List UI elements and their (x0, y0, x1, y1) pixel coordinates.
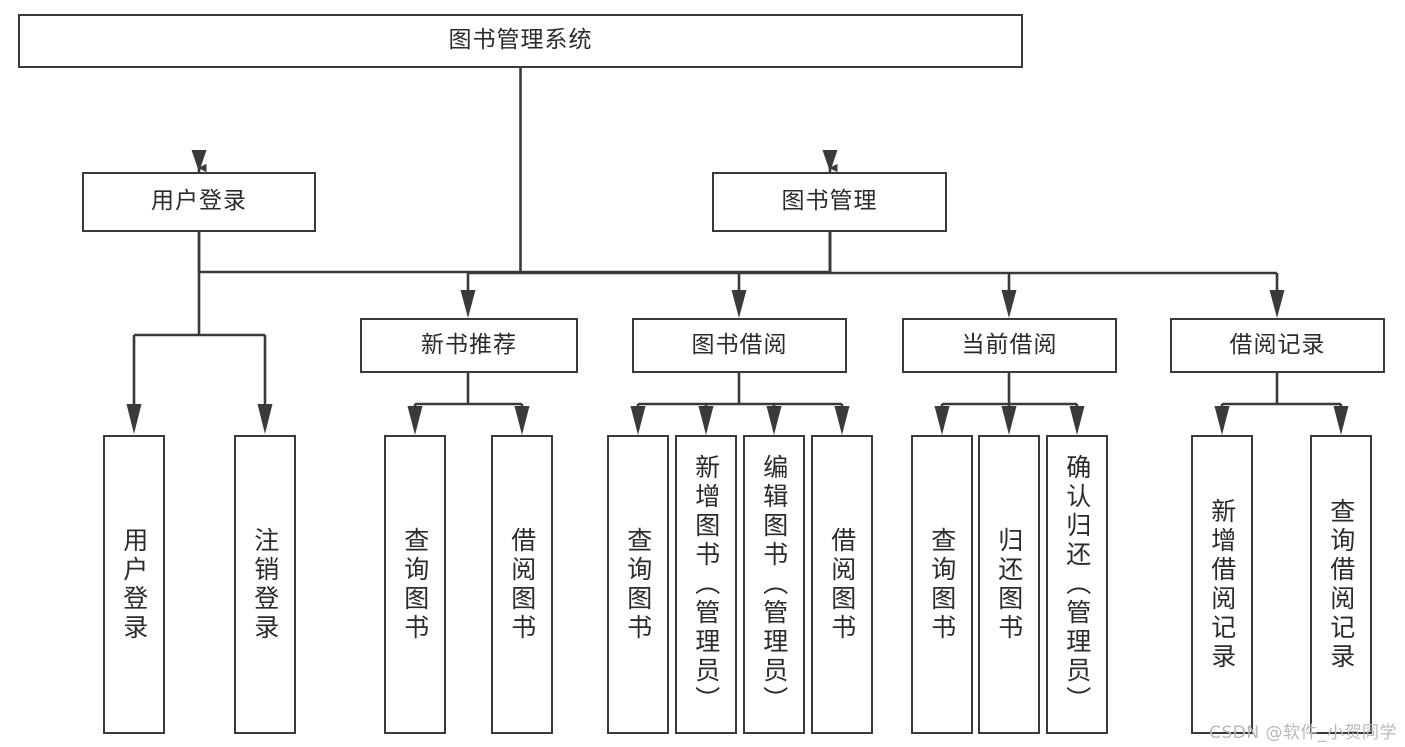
leaf-confirm-return-admin[interactable]: 确认归还（管理员） (1046, 435, 1108, 734)
node-label: 编辑图书（管理员） (759, 454, 789, 715)
csdn-watermark: CSDN @软件_小贺同学 (1209, 723, 1397, 743)
leaf-query-book-borrow[interactable]: 查询图书 (607, 435, 669, 734)
node-label: 当前借阅 (961, 331, 1058, 358)
node-label: 查询图书 (623, 526, 653, 643)
leaf-add-book-admin[interactable]: 新增图书（管理员） (675, 435, 737, 734)
node-book-borrow[interactable]: 图书借阅 (632, 318, 847, 373)
node-label: 查询图书 (927, 526, 957, 643)
leaf-edit-book-admin[interactable]: 编辑图书（管理员） (743, 435, 805, 734)
leaf-query-borrow-record[interactable]: 查询借阅记录 (1310, 435, 1372, 734)
node-label: 图书管理系统 (448, 27, 593, 54)
node-label: 确认归还（管理员） (1062, 454, 1092, 715)
node-label: 注销登录 (250, 526, 280, 643)
leaf-query-book-new[interactable]: 查询图书 (384, 435, 446, 734)
node-label: 新增借阅记录 (1207, 497, 1237, 672)
node-new-book-recommend[interactable]: 新书推荐 (360, 318, 578, 373)
node-label: 查询图书 (400, 526, 430, 643)
node-current-borrow[interactable]: 当前借阅 (902, 318, 1117, 373)
node-label: 用户登录 (119, 526, 149, 643)
node-label: 归还图书 (994, 526, 1024, 643)
leaf-borrow-book[interactable]: 借阅图书 (811, 435, 873, 734)
leaf-user-login[interactable]: 用户登录 (103, 435, 165, 734)
leaf-query-book-current[interactable]: 查询图书 (911, 435, 973, 734)
node-book-management[interactable]: 图书管理 (712, 172, 947, 232)
node-label: 借阅记录 (1229, 331, 1326, 358)
node-label: 查询借阅记录 (1326, 497, 1356, 672)
node-label: 新书推荐 (421, 331, 517, 358)
node-label: 新增图书（管理员） (691, 454, 721, 715)
node-borrow-record[interactable]: 借阅记录 (1170, 318, 1385, 373)
node-root-system[interactable]: 图书管理系统 (18, 14, 1023, 68)
node-label: 借阅图书 (507, 526, 537, 643)
leaf-return-book[interactable]: 归还图书 (978, 435, 1040, 734)
node-label: 图书管理 (781, 188, 878, 215)
leaf-user-logout[interactable]: 注销登录 (234, 435, 296, 734)
leaf-add-borrow-record[interactable]: 新增借阅记录 (1191, 435, 1253, 734)
leaf-borrow-book-new[interactable]: 借阅图书 (491, 435, 553, 734)
node-user-login[interactable]: 用户登录 (82, 172, 316, 232)
node-label: 借阅图书 (827, 526, 857, 643)
node-label: 图书借阅 (691, 331, 788, 358)
node-label: 用户登录 (151, 188, 247, 215)
